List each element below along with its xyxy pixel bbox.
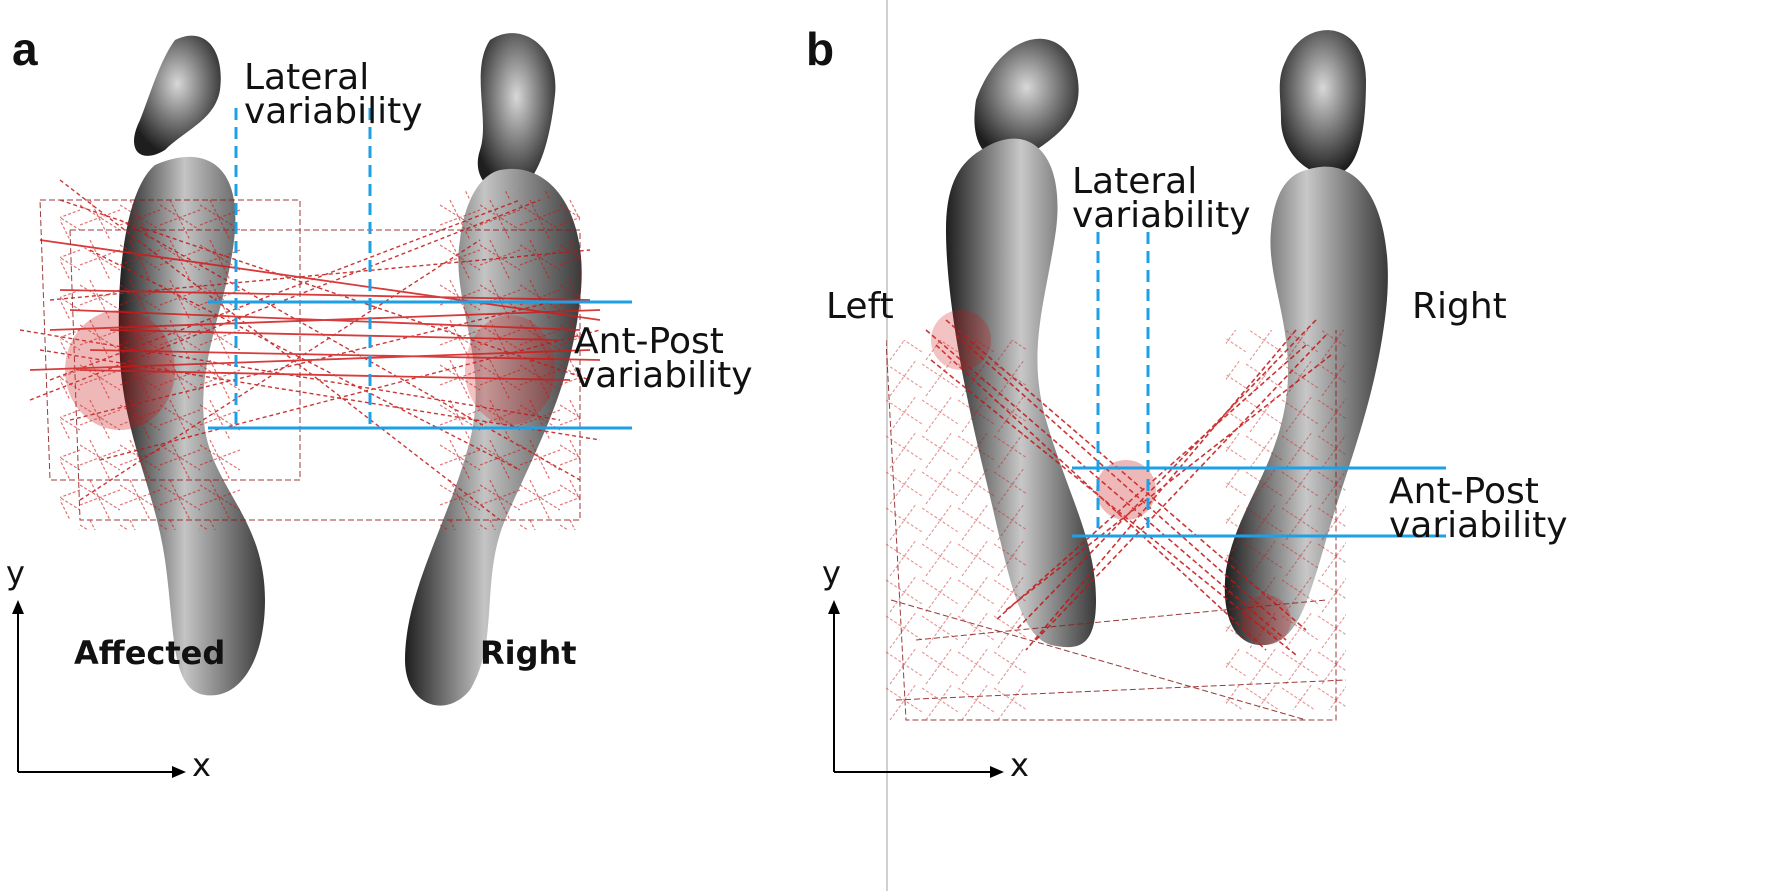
lateral-label-a-line1: Lateral (244, 57, 370, 98)
ap-guides-b (1072, 466, 1446, 538)
ap-label-a-line1: Ant-Post (574, 321, 724, 362)
axis-x-label-a: x (192, 746, 211, 784)
ap-label-a-line2: variability (574, 355, 753, 396)
lateral-guides-a (234, 108, 372, 428)
axis-y-label-b: y (822, 554, 841, 592)
panel-a: a Lateral variability Ant-Post variabili… (6, 23, 753, 784)
left-toe-shape (134, 35, 221, 156)
ap-label-b-line2: variability (1389, 505, 1568, 546)
lateral-label-b-line1: Lateral (1072, 161, 1198, 202)
cop-trace-a (19, 179, 601, 530)
panel-b: b Lateral variability Ant-Post variabili… (886, 0, 1772, 891)
axis-x-label-b: x (1010, 746, 1029, 784)
panel-a-figure (12, 33, 632, 778)
foot-label-right-a: Right (480, 634, 577, 672)
foot-label-affected: Affected (74, 634, 226, 672)
lateral-label-a-line2: variability (244, 91, 423, 132)
axis-y-label-a: y (6, 554, 25, 592)
left-toe-shape-b (974, 38, 1079, 161)
right-toe-shape-b (1279, 30, 1366, 176)
cop-trace-b (886, 310, 1347, 721)
ap-guides-a (208, 300, 632, 430)
lateral-guides-b (1096, 232, 1150, 528)
panel-label-b-visible: b (806, 23, 835, 75)
panel-label-a: a (12, 23, 38, 75)
side-label-right-b: Right (1412, 286, 1507, 327)
axes-a (12, 600, 186, 778)
ap-label-b-line1: Ant-Post (1389, 471, 1539, 512)
panel-b-figure (886, 30, 1446, 721)
side-label-left-visible: Left (826, 286, 894, 327)
lateral-label-b-line2: variability (1072, 195, 1251, 236)
right-toe-shape (477, 33, 556, 193)
